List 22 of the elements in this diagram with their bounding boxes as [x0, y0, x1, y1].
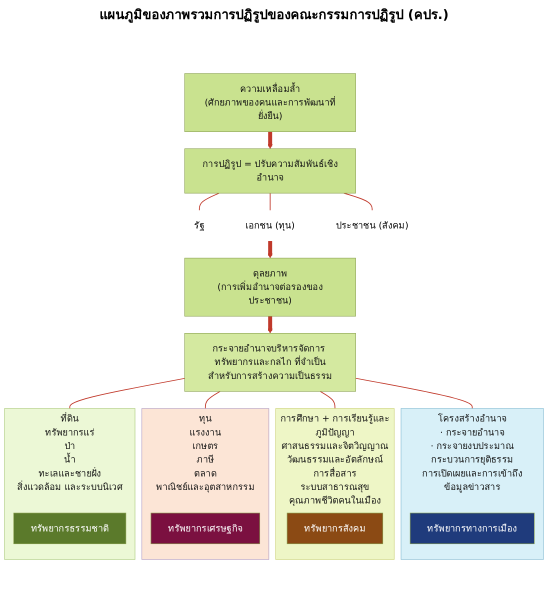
connector: [355, 378, 473, 409]
connector: [270, 192, 271, 211]
node-text: เอกชน (ทุน): [245, 220, 295, 231]
arrow: [268, 131, 273, 149]
node-box: กระจายอำนาจบริหารจัดการ ทรัพยากรและกลไก ที่จำเป็นสำหรับการสร้างความเป็นธรรม: [184, 333, 356, 392]
node-box: ทรัพยากรธรรมชาติ: [13, 512, 126, 544]
connector: [198, 192, 220, 211]
diagram-title: แผนภูมิของภาพรวมการปฏิรูปของคณะกรรมการปฏิรูป (คปร.): [98, 7, 450, 25]
connector: [343, 192, 373, 211]
node-box: ทรัพยากรเศรษฐกิจ: [150, 512, 260, 544]
node-text: ประชาชน (สังคม): [336, 220, 409, 231]
connector: [320, 390, 336, 409]
node-text: รัฐ: [194, 220, 204, 231]
node-box: ความเหลื่อมล้ำ (ศักยภาพของคนและการพัฒนาที่ยั่งยืน): [184, 73, 356, 132]
node-box: ทรัพยากรสังคม: [286, 512, 384, 544]
node-box: ทรัพยากรทางการเมือง: [410, 512, 535, 544]
arrow: [268, 316, 273, 334]
arrow: [268, 240, 273, 258]
connector: [69, 378, 186, 409]
connector: [204, 390, 221, 409]
node-box: การปฏิรูป = ปรับความสัมพันธ์เชิงอำนาจ: [184, 148, 356, 194]
node-box: ดุลยภาพ (การเพิ่มอำนาจต่อรองของประชาชน): [184, 258, 356, 316]
